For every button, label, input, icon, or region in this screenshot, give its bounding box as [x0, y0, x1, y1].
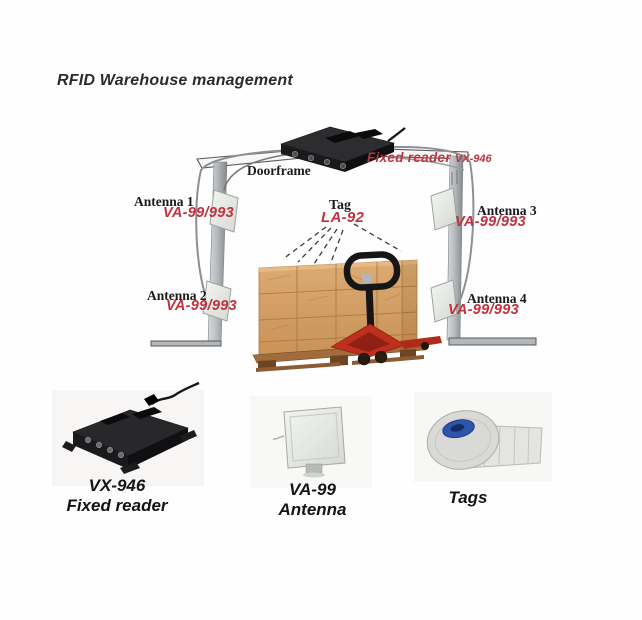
antenna-port — [85, 437, 91, 443]
antenna-4-model: VA-99/993 — [448, 302, 519, 318]
legend-reader-caption: VX-946 Fixed reader — [52, 476, 182, 516]
reader-cable — [387, 127, 406, 142]
page-title: RFID Warehouse management — [57, 72, 293, 89]
tag-label: Tag — [329, 198, 352, 213]
antenna-4-label: Antenna 4 — [467, 291, 527, 306]
fixed-reader-model: VX-946 — [454, 153, 492, 165]
antenna-panel-1 — [209, 189, 239, 233]
antenna-cables — [195, 145, 475, 308]
antenna-port — [339, 162, 346, 169]
legend-tags-caption: Tags — [418, 488, 518, 508]
legend-antenna-caption: VA-99 Antenna — [255, 480, 370, 520]
tag-signal-lines — [282, 223, 402, 266]
tag-model: LA-92 — [321, 209, 365, 226]
antenna-port — [323, 158, 330, 165]
fixed-reader-callout: Fixed reader VX-946 — [367, 150, 492, 166]
reader-cable — [151, 381, 200, 405]
legend-tags-roll — [426, 410, 543, 470]
legend-antenna-name: VA-99 — [289, 480, 336, 499]
pallet-jack-fork — [400, 336, 442, 349]
antenna-port — [291, 150, 298, 157]
antenna-3-model: VA-99/993 — [455, 214, 526, 230]
antenna-3-label: Antenna 3 — [477, 203, 537, 218]
antenna-panel-2 — [202, 280, 232, 322]
antenna-panel-3 — [430, 187, 458, 231]
antenna-2-label: Antenna 2 — [147, 288, 207, 303]
fixed-reader-device — [279, 126, 406, 172]
antenna-port — [118, 452, 124, 458]
pallet-jack — [330, 251, 442, 366]
legend-reader-type: Fixed reader — [66, 496, 168, 516]
fixed-reader-label: Fixed reader — [367, 150, 451, 165]
antenna-1-label: Antenna 1 — [134, 194, 194, 209]
antenna-port — [107, 447, 113, 453]
legend-antenna-type: Antenna — [278, 500, 347, 520]
antenna-port — [96, 442, 102, 448]
antenna-port — [307, 154, 314, 161]
jack-wheel — [374, 350, 388, 364]
right-pole-foot — [448, 337, 537, 346]
jack-caster — [421, 342, 429, 350]
antenna-2-model: VA-99/993 — [166, 298, 237, 314]
jack-wheel — [357, 352, 371, 366]
left-pole-foot — [150, 340, 222, 347]
strikethrough-cable — [389, 156, 465, 171]
legend-tags-label: Tags — [448, 488, 488, 507]
legend-antenna-device — [272, 406, 346, 478]
antenna-panel-4 — [430, 279, 458, 323]
pole-antenna-panels — [202, 187, 458, 323]
doorframe-label: Doorframe — [247, 163, 311, 178]
legend-reader-device — [62, 381, 200, 474]
legend-reader-name: VX-946 — [88, 476, 146, 495]
antenna-1-model: VA-99/993 — [163, 205, 234, 221]
pallet-jack-handle — [343, 251, 401, 291]
